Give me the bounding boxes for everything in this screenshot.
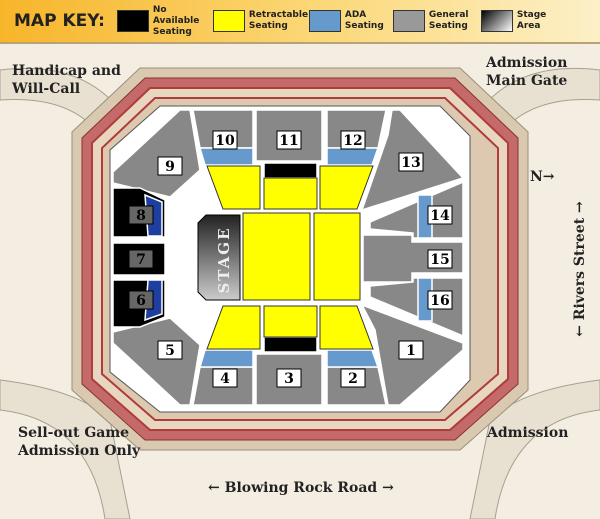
section-7-badge[interactable] [128,249,154,269]
section-5-badge[interactable] [157,340,183,360]
section-number[interactable]: 15 [430,252,449,268]
section-number[interactable]: 5 [165,343,175,359]
section-number[interactable]: 1 [406,343,416,359]
section-number[interactable]: 10 [215,133,235,149]
section-13-badge[interactable] [398,152,424,172]
section-10-badge[interactable] [212,130,238,150]
section-11-badge[interactable] [276,130,302,150]
section-number[interactable]: 14 [430,208,450,224]
section-3-badge[interactable] [276,368,302,388]
north-indicator: N→ [530,169,555,185]
section-number[interactable]: 8 [136,208,146,224]
section-number[interactable]: 11 [279,133,298,149]
stage-label: STAGE [215,226,233,293]
section-4-badge[interactable] [212,368,238,388]
section-5 [112,317,201,406]
section-9-badge[interactable] [157,156,183,176]
section-number[interactable]: 2 [348,371,358,387]
section-1-badge[interactable] [398,340,424,360]
admission-label: Admission [487,425,569,441]
section-8-badge[interactable] [128,205,154,225]
section-2-badge[interactable] [340,368,366,388]
section-14-badge[interactable] [427,205,453,225]
section-16-badge[interactable] [427,290,453,310]
section-12-badge[interactable] [340,130,366,150]
map-key-title: MAP KEY: [14,11,105,31]
section-6-badge[interactable] [128,290,154,310]
section-number[interactable]: 6 [136,293,146,309]
floor-left [242,212,311,301]
section-number[interactable]: 7 [136,252,146,268]
section-number[interactable]: 13 [401,155,420,171]
stage [197,214,241,301]
section-15-badge[interactable] [427,249,453,269]
section-15 [362,234,464,283]
section-number[interactable]: 16 [430,293,449,309]
road-label: ← Blowing Rock Road → [208,480,394,496]
rivers-street-label: ← Rivers Street → [572,201,588,337]
section-number[interactable]: 9 [165,159,175,175]
section-number[interactable]: 12 [343,133,362,149]
floor-right [313,212,361,301]
section-number[interactable]: 4 [220,371,230,387]
section-number[interactable]: 3 [284,371,294,387]
